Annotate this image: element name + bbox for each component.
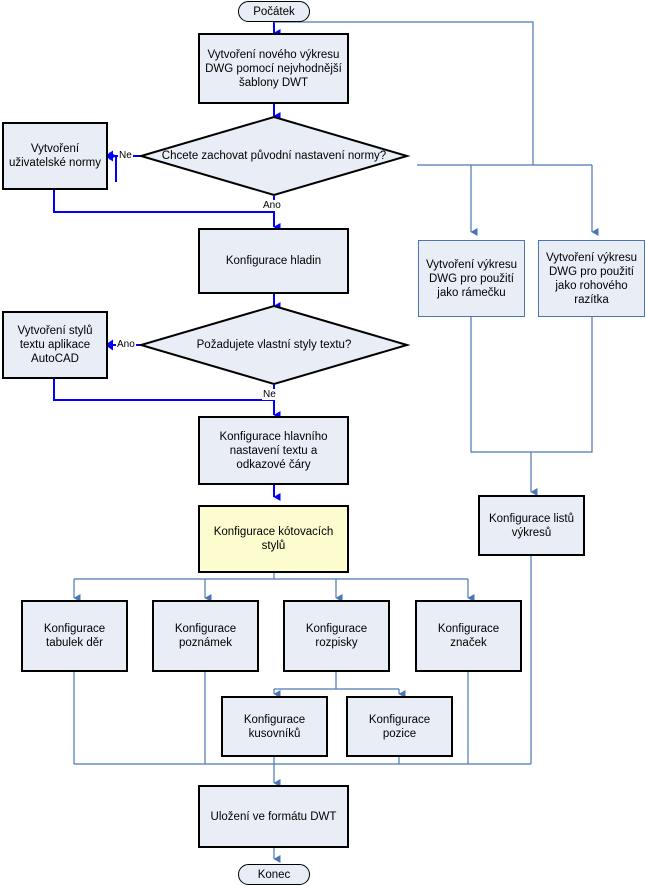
node-border-dwg-label: Vytvoření výkresu DWG pro použití jako r… <box>426 258 517 299</box>
node-main-text-leader-label: Konfigurace hlavního nastavení textu a o… <box>219 430 328 471</box>
node-sheets-label: Konfigurace listů výkresů <box>488 512 575 539</box>
edge-label-own-text-no: Ne <box>262 389 277 400</box>
node-user-standard-label: Vytvoření uživatelské normy <box>8 143 102 169</box>
node-titleblock-dwg-label: Vytvoření výkresu DWG pro použití jako r… <box>546 251 637 306</box>
node-keep-standard[interactable]: Chcete zachovat původní nastavení normy? <box>141 117 407 195</box>
node-own-text-styles-label: Požadujete vlastní styly textu? <box>196 339 352 351</box>
node-parts-list[interactable]: Konfigurace rozpisky <box>283 600 390 672</box>
node-end-label: Konec <box>257 868 291 881</box>
node-keep-standard-label-wrap: Chcete zachovat původní nastavení normy? <box>141 117 407 195</box>
node-dim-styles-label: Konfigurace kótovacích stylů <box>213 526 334 552</box>
edge-label-keep-standard-no: Ne <box>118 150 133 161</box>
node-autocad-text-styles-label: Vytvoření stylů textu aplikace AutoCAD <box>17 325 93 365</box>
node-own-text-styles-label-wrap: Požadujete vlastní styly textu? <box>141 306 407 384</box>
node-symbols-label: Konfigurace značek <box>437 623 500 649</box>
decision-keep-standard-shape <box>137 115 411 197</box>
node-dim-styles[interactable]: Konfigurace kótovacích stylů <box>198 505 349 573</box>
node-titleblock-dwg[interactable]: Vytvoření výkresu DWG pro použití jako r… <box>538 240 645 317</box>
node-start-label: Počátek <box>253 5 295 18</box>
node-bom-label: Konfigurace kusovníků <box>243 713 306 740</box>
node-layers[interactable]: Konfigurace hladin <box>198 228 349 294</box>
edge-label-own-text-yes: Ano <box>116 339 136 350</box>
node-end[interactable]: Konec <box>238 864 310 885</box>
node-hole-tables-label: Konfigurace tabulek děr <box>43 623 106 649</box>
edge-label-keep-standard-yes: Ano <box>262 200 282 211</box>
node-layers-label: Konfigurace hladin <box>225 255 322 267</box>
node-balloons[interactable]: Konfigurace pozice <box>346 696 453 757</box>
node-own-text-styles[interactable]: Požadujete vlastní styly textu? <box>141 306 407 384</box>
decision-own-text-styles-shape <box>137 304 411 386</box>
node-create-dwg-label: Vytvoření nového výkresu DWG pomocí nejv… <box>205 48 342 89</box>
node-autocad-text-styles[interactable]: Vytvoření stylů textu aplikace AutoCAD <box>2 311 108 379</box>
node-notes[interactable]: Konfigurace poznámek <box>152 600 259 672</box>
node-create-dwg[interactable]: Vytvoření nového výkresu DWG pomocí nejv… <box>198 33 349 104</box>
node-balloons-label: Konfigurace pozice <box>368 713 431 740</box>
node-save-dwt-label: Uložení ve formátu DWT <box>210 810 337 823</box>
node-main-text-leader[interactable]: Konfigurace hlavního nastavení textu a o… <box>198 416 349 485</box>
node-parts-list-label: Konfigurace rozpisky <box>305 623 368 649</box>
node-symbols[interactable]: Konfigurace značek <box>415 600 522 672</box>
node-border-dwg[interactable]: Vytvoření výkresu DWG pro použití jako r… <box>418 240 525 317</box>
node-notes-label: Konfigurace poznámek <box>174 623 237 649</box>
node-hole-tables[interactable]: Konfigurace tabulek děr <box>21 600 128 672</box>
node-start[interactable]: Počátek <box>238 1 310 22</box>
node-keep-standard-label: Chcete zachovat původní nastavení normy? <box>161 150 387 162</box>
node-bom[interactable]: Konfigurace kusovníků <box>221 696 328 757</box>
node-user-standard[interactable]: Vytvoření uživatelské normy <box>2 122 108 190</box>
node-sheets[interactable]: Konfigurace listů výkresů <box>478 495 585 556</box>
node-save-dwt[interactable]: Uložení ve formátu DWT <box>198 785 349 848</box>
